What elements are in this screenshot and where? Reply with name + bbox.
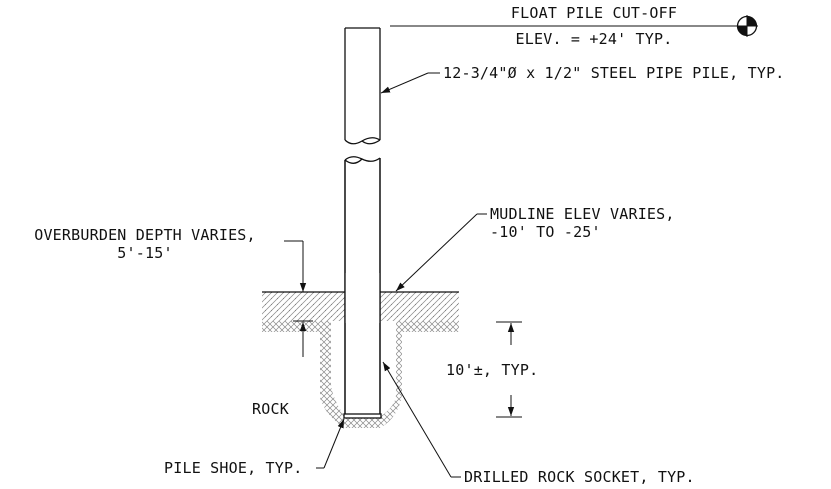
pipe-pile-label: 12-3/4"Ø x 1/2" STEEL PIPE PILE, TYP. — [443, 64, 785, 82]
pile-shoe — [343, 413, 382, 419]
rock-socket-callout: DRILLED ROCK SOCKET, TYP. — [382, 361, 695, 486]
rock-socket-label: DRILLED ROCK SOCKET, TYP. — [464, 468, 695, 486]
socket-depth-label: 10'±, TYP. — [446, 361, 538, 379]
rock-label: ROCK — [252, 400, 289, 418]
cutoff-elevation: FLOAT PILE CUT-OFF ELEV. = +24' TYP. — [390, 4, 758, 48]
pipe-pile-lower — [344, 156, 381, 416]
mudline-label-line1: MUDLINE ELEV VARIES, — [490, 205, 675, 223]
overburden-label-line1: OVERBURDEN DEPTH VARIES, — [34, 226, 256, 244]
cutoff-label-line1: FLOAT PILE CUT-OFF — [511, 4, 677, 22]
socket-depth-dimension: 10'±, TYP. — [446, 321, 538, 418]
elevation-target-icon — [736, 15, 758, 37]
pipe-pile-upper — [344, 27, 381, 145]
pile-shoe-callout: PILE SHOE, TYP. — [164, 418, 345, 477]
rock-layer — [262, 321, 459, 428]
overburden-label-line2: 5'-15' — [117, 244, 172, 262]
overburden-callout: OVERBURDEN DEPTH VARIES, 5'-15' — [34, 226, 313, 357]
pipe-pile-callout: 12-3/4"Ø x 1/2" STEEL PIPE PILE, TYP. — [380, 64, 785, 94]
pile-shoe-label: PILE SHOE, TYP. — [164, 459, 302, 477]
mudline-callout: MUDLINE ELEV VARIES, -10' TO -25' — [395, 205, 675, 292]
cutoff-label-line2: ELEV. = +24' TYP. — [516, 30, 673, 48]
mudline-label-line2: -10' TO -25' — [490, 223, 601, 241]
